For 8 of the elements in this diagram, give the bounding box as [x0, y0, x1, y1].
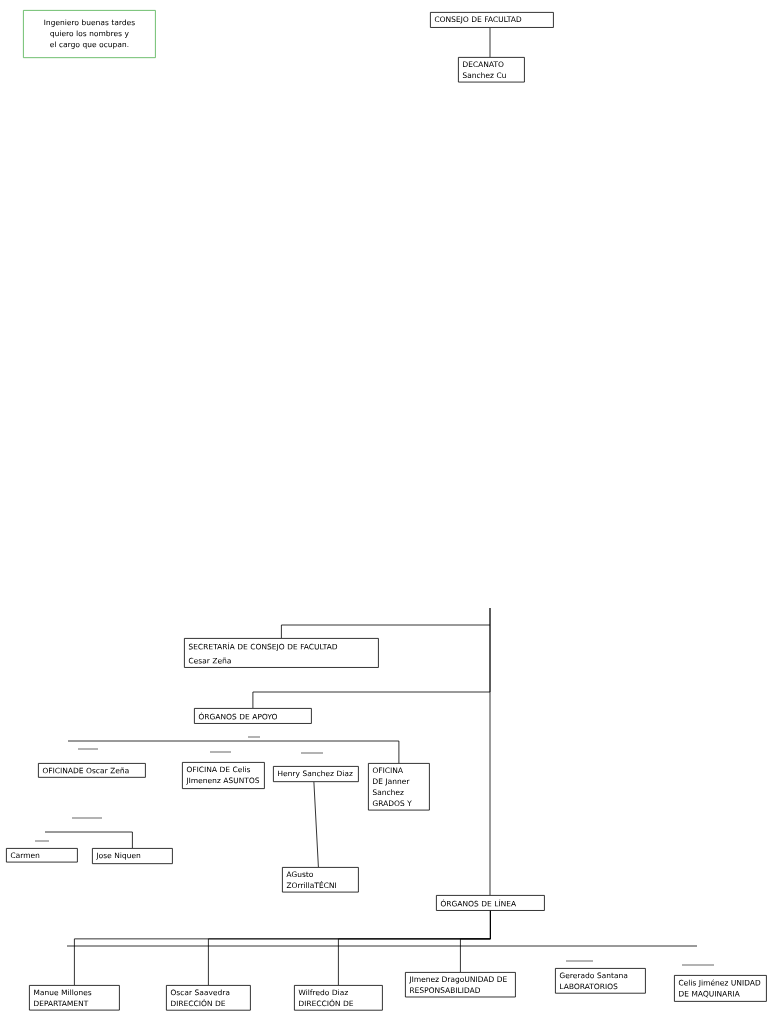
- connector-line: [489, 607, 491, 896]
- connector-line: [44, 831, 133, 849]
- connector-line: [281, 624, 491, 639]
- connector-line: [460, 910, 491, 973]
- connector-line: [489, 27, 491, 58]
- connector-line: [313, 781, 319, 868]
- connector-line: [252, 691, 491, 709]
- connector-line: [67, 740, 400, 764]
